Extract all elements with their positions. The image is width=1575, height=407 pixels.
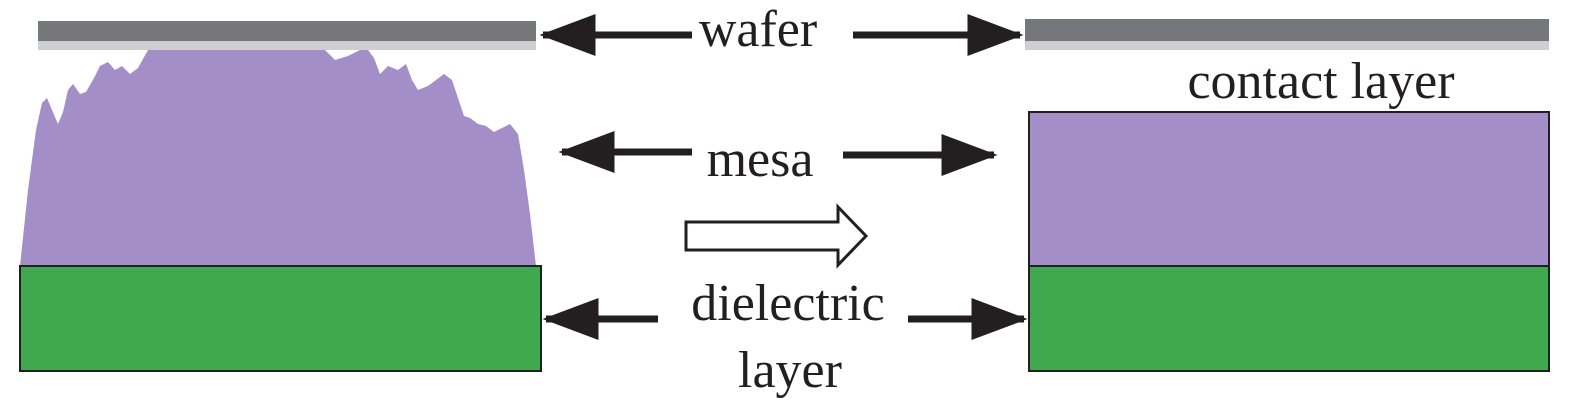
wafer-left-underside [38,41,536,50]
mesa-left-rough [20,50,536,266]
wafer-label: wafer [699,1,817,58]
mesa-right-flat [1028,111,1550,267]
before-structure [19,21,542,372]
label-arrows [539,13,1028,340]
wafer-right-underside [1025,41,1549,50]
mesa-label: mesa [707,131,814,188]
dielectric-right [1028,265,1550,372]
dielectric-label-line2: layer [738,342,842,399]
contact-layer-label: contact layer [1187,53,1454,110]
dielectric-label-line1: dielectric [691,275,884,332]
wafer-right [1025,19,1549,41]
wafer-left [38,21,536,41]
process-arrow-icon [684,203,869,269]
after-structure [1025,19,1550,372]
dielectric-left [19,265,542,372]
